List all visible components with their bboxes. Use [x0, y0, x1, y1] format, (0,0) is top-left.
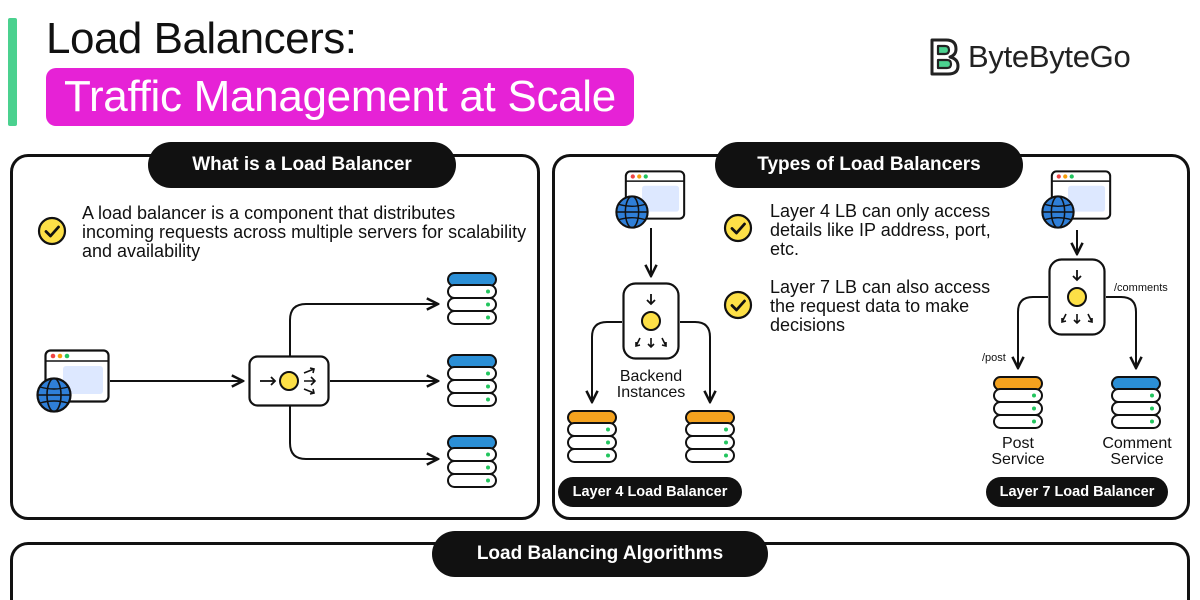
globe-icon — [1041, 195, 1075, 229]
load-balancer-icon — [622, 282, 680, 360]
server-icon — [447, 272, 497, 325]
check-icon — [723, 213, 753, 243]
server-icon — [447, 354, 497, 407]
globe-icon — [615, 195, 649, 229]
accent-bar — [8, 18, 17, 126]
route-comments-label: /comments — [1114, 282, 1168, 294]
page-title: Load Balancers: — [46, 14, 357, 63]
brand-name: ByteByteGo — [968, 39, 1131, 74]
route-post-label: /post — [982, 352, 1006, 364]
server-icon — [685, 410, 735, 463]
post-service-label: Post Service — [991, 435, 1045, 468]
server-icon — [447, 435, 497, 488]
server-icon — [993, 376, 1043, 429]
backend-instances-label: Backend Instances — [616, 368, 686, 401]
load-balancer-icon — [248, 355, 330, 407]
globe-icon — [36, 377, 72, 413]
types-heading: Types of Load Balancers — [715, 142, 1023, 188]
layer4-badge: Layer 4 Load Balancer — [558, 477, 742, 507]
layer4-description: Layer 4 LB can only access details like … — [770, 201, 991, 259]
layer7-description: Layer 7 LB can also access the request d… — [770, 277, 991, 335]
page-subtitle: Traffic Management at Scale — [46, 68, 634, 126]
brand: ByteByteGo — [928, 34, 1131, 80]
layer7-badge: Layer 7 Load Balancer — [986, 477, 1168, 507]
check-icon — [723, 290, 753, 320]
server-icon — [1111, 376, 1161, 429]
bytebytego-logo-icon — [930, 38, 960, 76]
check-icon — [37, 216, 67, 246]
what-is-heading: What is a Load Balancer — [148, 142, 456, 188]
server-icon — [567, 410, 617, 463]
algorithms-heading: Load Balancing Algorithms — [432, 531, 768, 577]
what-is-description: A load balancer is a component that dist… — [82, 203, 527, 261]
load-balancer-icon — [1048, 258, 1106, 336]
comment-service-label: Comment Service — [1102, 435, 1172, 468]
